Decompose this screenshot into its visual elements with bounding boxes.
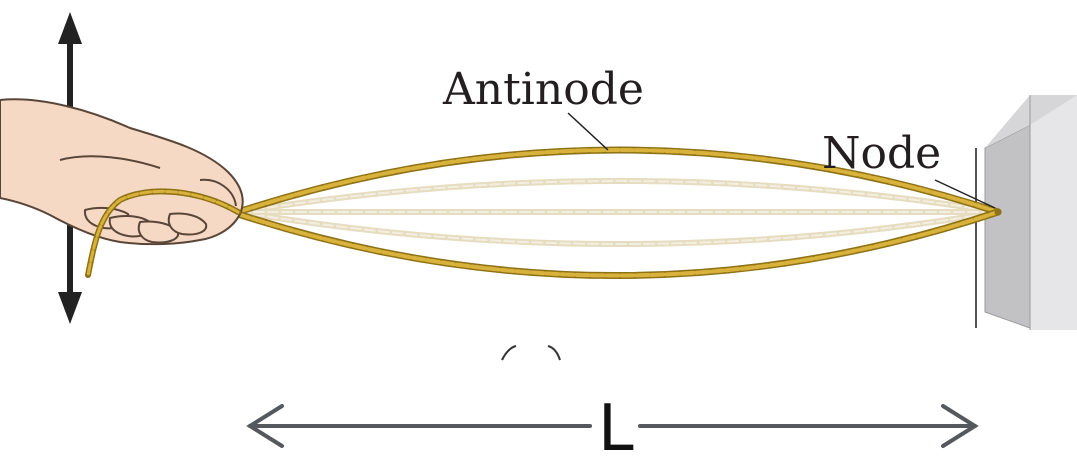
cropped-caption-fragment <box>502 346 560 360</box>
antinode-pointer <box>568 113 608 150</box>
antinode-label: Antinode <box>442 64 644 115</box>
hand-icon <box>0 99 243 244</box>
node-label: Node <box>822 128 941 179</box>
rope-intermediate-positions <box>240 181 998 244</box>
length-label: L <box>598 392 634 457</box>
